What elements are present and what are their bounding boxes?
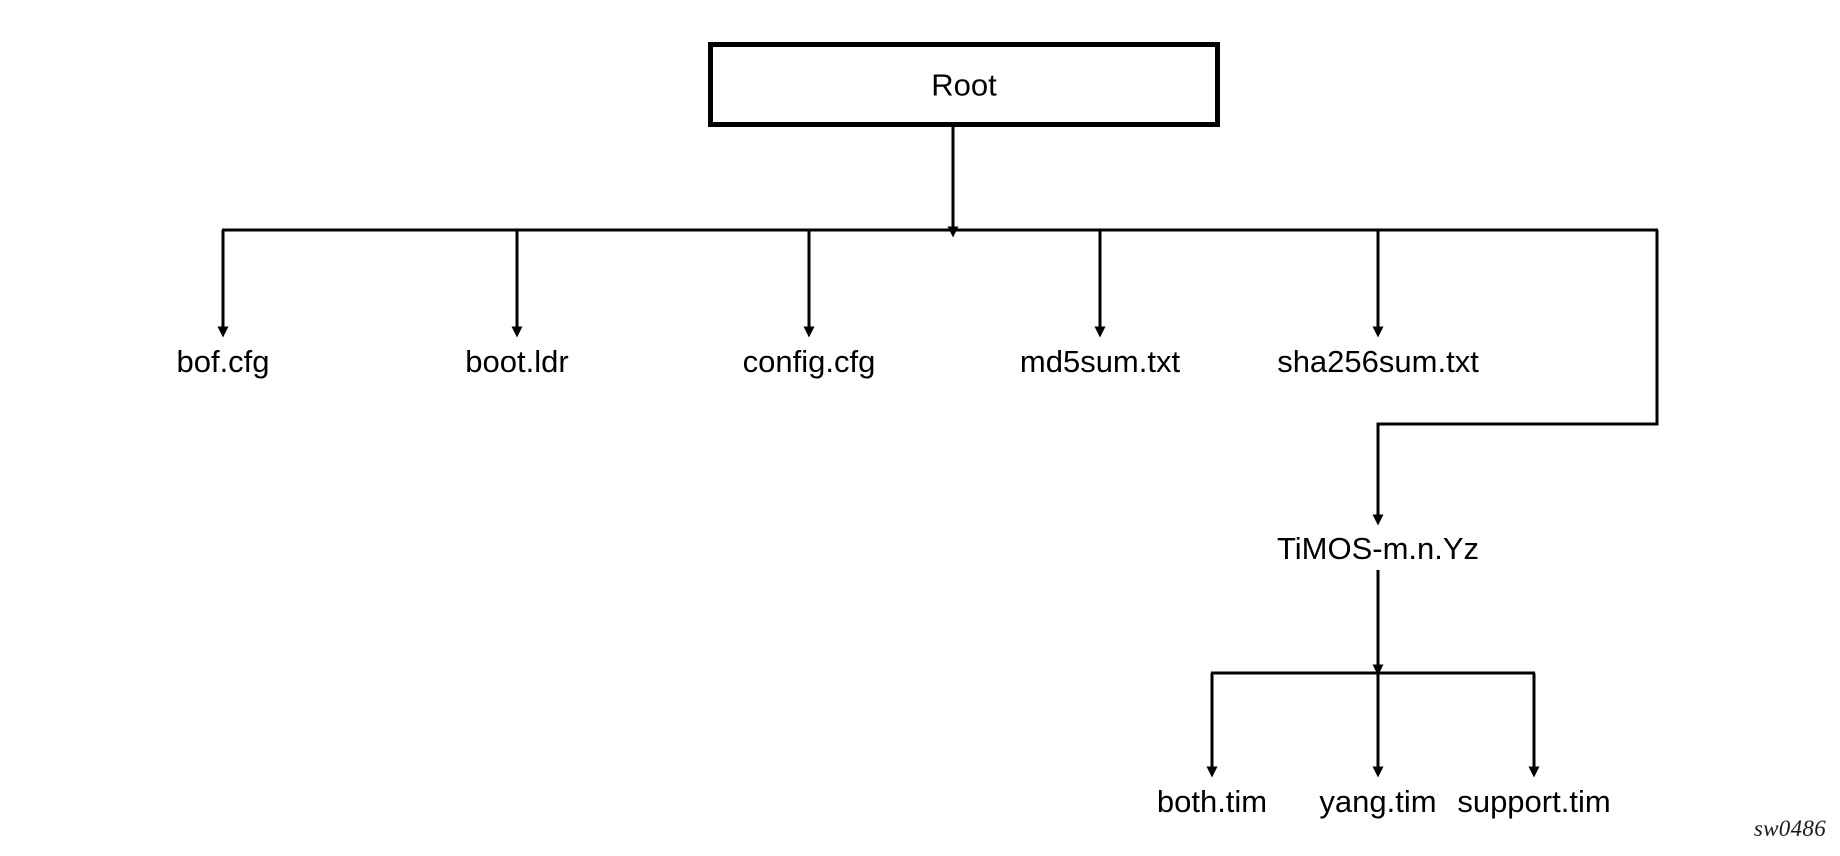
connector-bus-to-timos: [1372, 230, 1659, 526]
figure-id-label: sw0486: [1753, 816, 1826, 841]
root-node-box: [708, 42, 1220, 127]
node-label-bof-cfg: bof.cfg: [176, 344, 270, 379]
node-label-both-tim: both.tim: [1156, 784, 1268, 819]
node-label-yang-tim: yang.tim: [1319, 784, 1437, 819]
root-node-label: Root: [931, 67, 997, 103]
node-label-support-tim: support.tim: [1457, 784, 1611, 819]
node-label-boot-ldr: boot.ldr: [465, 344, 569, 379]
node-label-timos-version: TiMOS-m.n.Yz: [1276, 531, 1480, 566]
node-label-sha256sum-txt: sha256sum.txt: [1277, 344, 1479, 379]
node-label-config-cfg: config.cfg: [742, 344, 876, 379]
node-label-md5sum-txt: md5sum.txt: [1019, 344, 1181, 379]
